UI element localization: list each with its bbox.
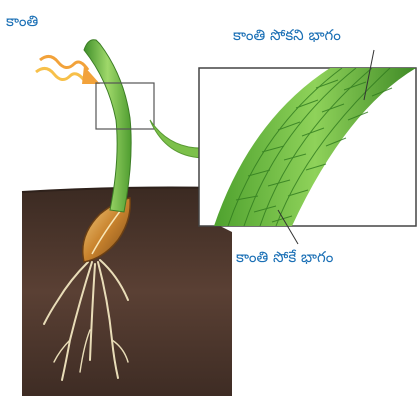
- lit-side-label: కాంతి సోకే భాగం: [236, 250, 333, 265]
- light-ray-icon: [36, 56, 100, 84]
- shaded-side-label: కాంతి సోకని భాగం: [233, 28, 341, 43]
- seedling-stem: [84, 40, 131, 212]
- magnified-inset: [199, 68, 416, 226]
- light-label: కాంతి: [6, 14, 38, 29]
